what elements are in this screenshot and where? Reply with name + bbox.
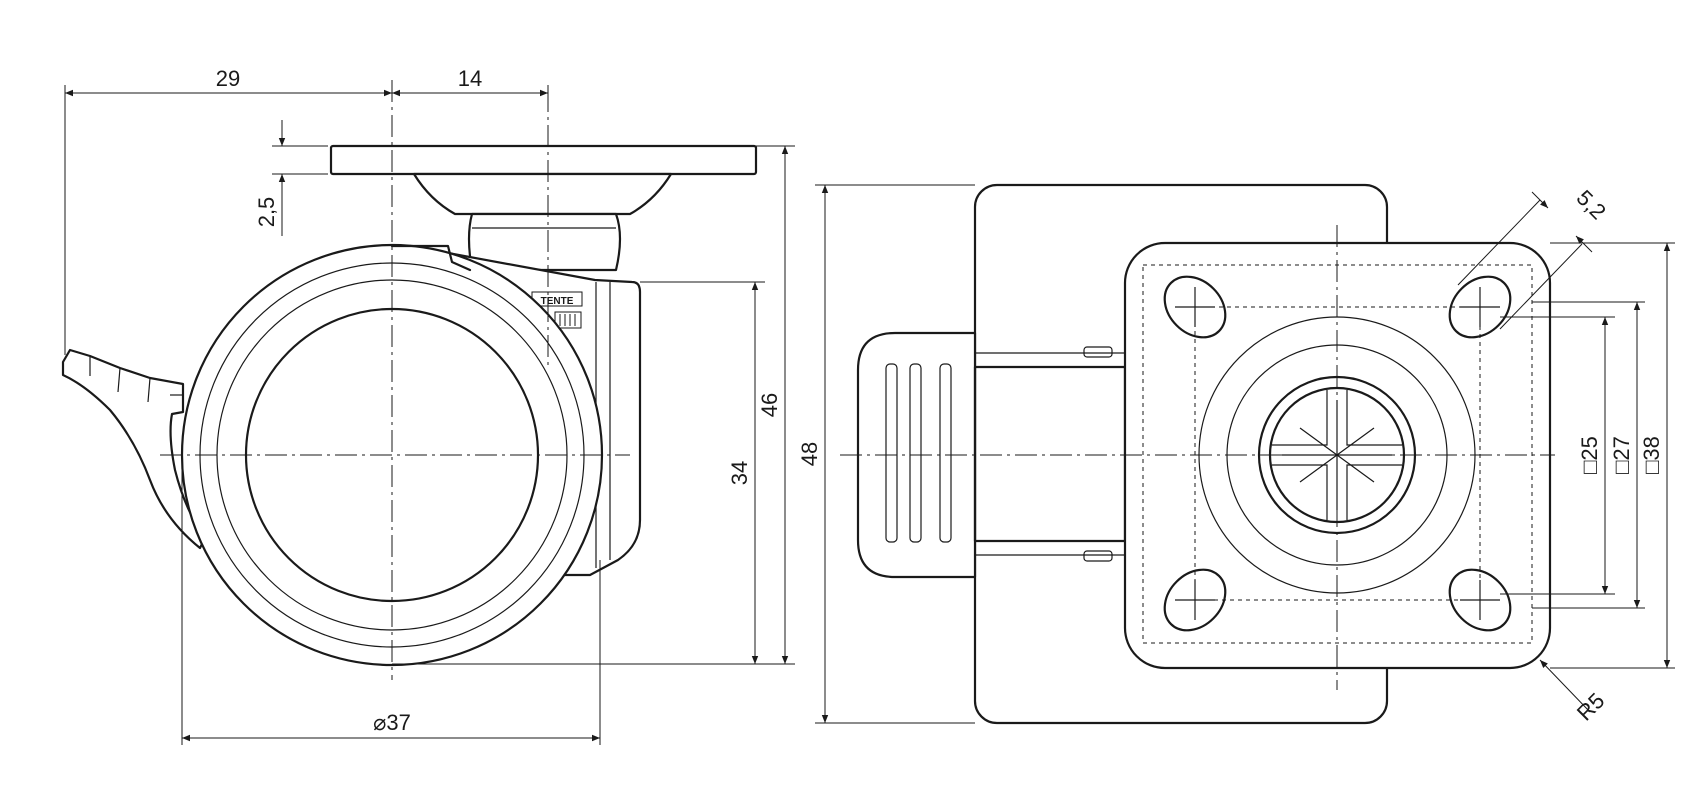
top-view: 48 5,2 □25 □27 □38 R5 bbox=[797, 183, 1675, 726]
dim-48: 48 bbox=[797, 442, 822, 466]
brand-text: TENTE bbox=[541, 296, 574, 307]
dim-5-2: 5,2 bbox=[1572, 185, 1611, 224]
dim-square-25: □25 bbox=[1577, 436, 1602, 474]
mounting-plate bbox=[329, 144, 758, 176]
dim-diameter-37: ⌀37 bbox=[373, 710, 411, 735]
dim-29: 29 bbox=[216, 66, 240, 91]
brake-pedal bbox=[61, 348, 207, 550]
dim-46: 46 bbox=[757, 393, 782, 417]
dim-34: 34 bbox=[727, 461, 752, 485]
side-view: TENTE 29 14 bbox=[61, 66, 795, 745]
swivel-housing bbox=[412, 172, 673, 216]
dim-2-5: 2,5 bbox=[254, 197, 279, 228]
dim-square-38: □38 bbox=[1639, 436, 1664, 474]
dim-square-27: □27 bbox=[1609, 436, 1634, 474]
dim-r5: R5 bbox=[1572, 688, 1610, 726]
dim-14: 14 bbox=[458, 66, 482, 91]
